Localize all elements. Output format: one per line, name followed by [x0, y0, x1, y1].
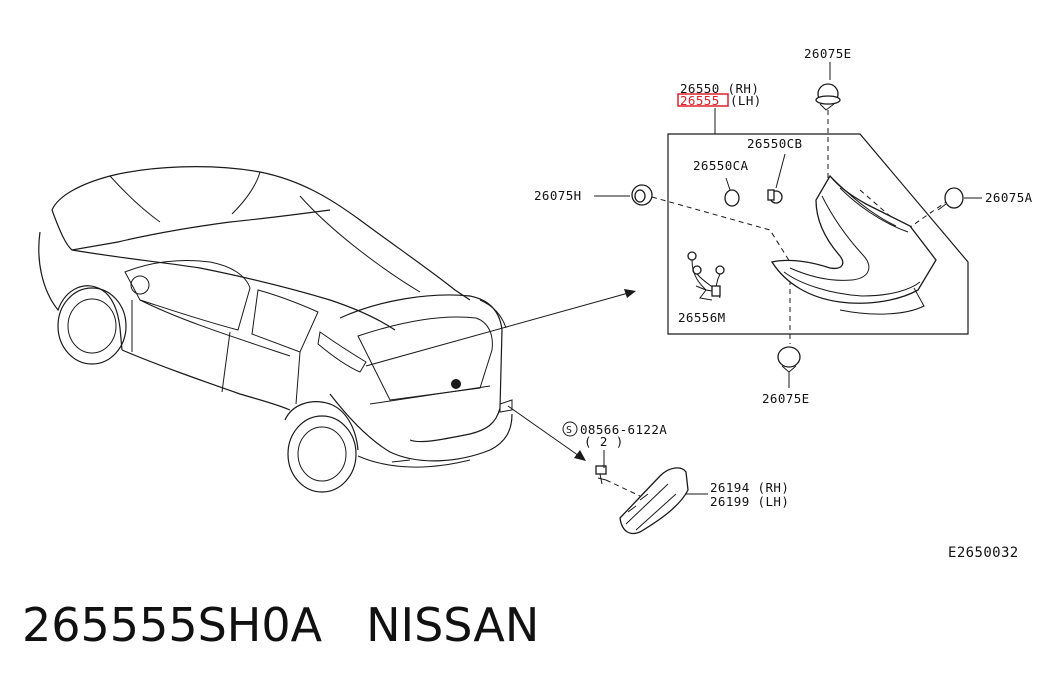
- s-mark-circle: [562, 421, 578, 437]
- label-26555-highlighted: 26555: [680, 93, 720, 108]
- clip-26075e-top: [815, 62, 841, 180]
- label-quantity: ( 2 ): [584, 434, 624, 449]
- lamp-detail-box: [651, 108, 969, 344]
- label-08566-6122a: 08566-6122A: [580, 422, 667, 437]
- label-26194-rh: 26194 (RH): [710, 480, 789, 495]
- label-26550cb: 26550CB: [747, 136, 802, 151]
- s-mark: S: [566, 425, 572, 436]
- clip-26075h: [594, 184, 653, 206]
- diagram-code: E2650032: [948, 545, 1019, 561]
- reflector-assembly: [595, 450, 708, 535]
- clip-26075a: [937, 187, 982, 211]
- label-26550ca: 26550CA: [693, 158, 749, 173]
- car-illustration: [38, 166, 636, 493]
- caption-part-number: 265555SH0A: [22, 598, 323, 652]
- label-26075h: 26075H: [534, 188, 582, 203]
- bulb-26550cb: [767, 153, 786, 204]
- part-labels: 26075E 26550 (RH) 26555 (LH) 26550CB 265…: [534, 46, 1033, 561]
- label-26550-rh: 26550 (RH): [680, 81, 759, 96]
- harness-26556m: [687, 251, 725, 301]
- highlight-box: [677, 93, 729, 107]
- label-26075e-top: 26075E: [804, 46, 852, 61]
- caption-brand: NISSAN: [366, 598, 540, 652]
- clip-26075e-bottom: [777, 346, 801, 388]
- label-lh: (LH): [730, 93, 762, 108]
- label-26199-lh: 26199 (LH): [710, 494, 789, 509]
- label-26556m: 26556M: [678, 310, 726, 325]
- bulb-26550ca: [724, 177, 740, 207]
- label-26075a: 26075A: [985, 190, 1033, 205]
- caption: 265555SH0A NISSAN: [22, 598, 539, 652]
- label-26075e-bottom: 26075E: [762, 391, 810, 406]
- rear-combination-lamp: [770, 174, 937, 315]
